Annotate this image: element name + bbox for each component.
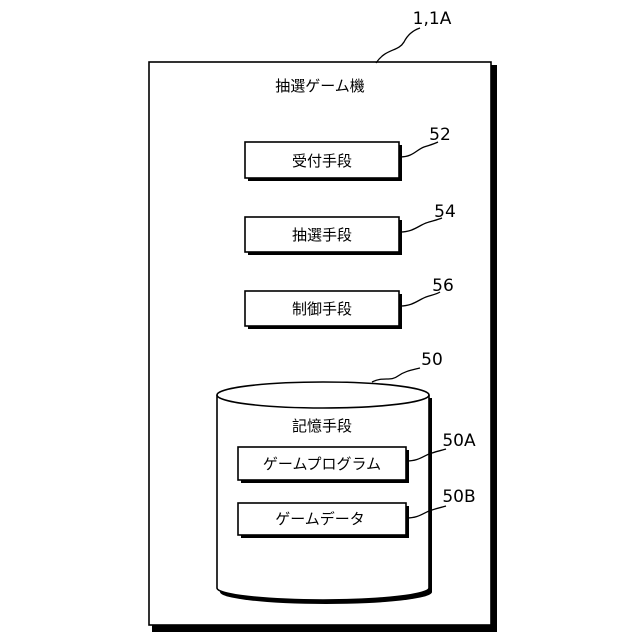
device-ref-leader: [376, 28, 420, 63]
unit-ref-label-control: 56: [432, 276, 454, 296]
storage-ref-label: 50: [421, 350, 443, 370]
device-ref-label: 1,1A: [413, 9, 452, 29]
unit-label-reception: 受付手段: [292, 152, 352, 170]
unit-box-lottery: 抽選手段: [245, 217, 402, 255]
storage-item-label-game-program: ゲームプログラム: [263, 455, 381, 473]
unit-box-reception: 受付手段: [245, 142, 402, 181]
storage-item-game-data: ゲームデータ: [238, 503, 409, 538]
storage-label: 記憶手段: [292, 417, 352, 435]
storage-item-ref-label-game-data: 50B: [442, 487, 475, 507]
unit-label-control: 制御手段: [292, 300, 352, 318]
unit-label-lottery: 抽選手段: [292, 226, 352, 244]
unit-box-control: 制御手段: [245, 291, 402, 329]
storage-item-ref-label-game-program: 50A: [442, 431, 476, 451]
storage-item-game-program: ゲームプログラム: [238, 447, 409, 483]
storage-item-label-game-data: ゲームデータ: [275, 510, 365, 528]
storage-cylinder: 記憶手段: [217, 382, 432, 604]
unit-ref-label-lottery: 54: [434, 202, 456, 222]
unit-ref-label-reception: 52: [429, 125, 451, 145]
device-title: 抽選ゲーム機: [275, 77, 365, 95]
